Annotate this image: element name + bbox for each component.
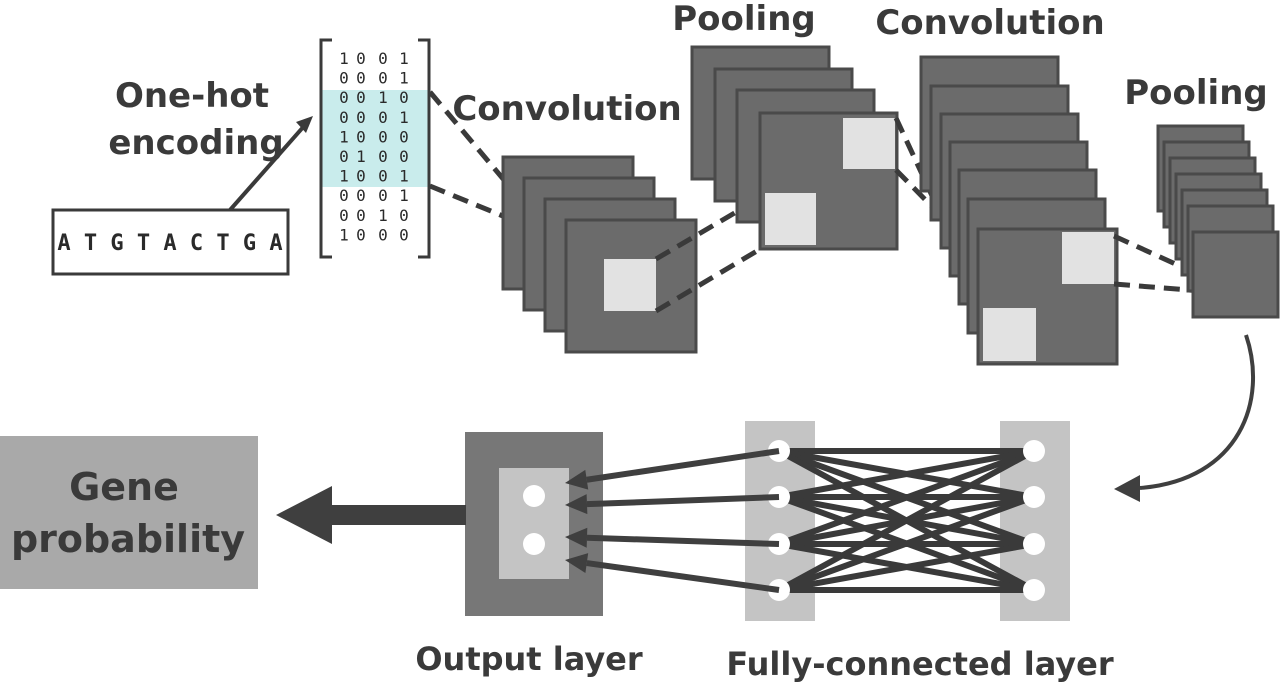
matrix-cell: 1 [399,186,409,205]
pool-to-fc-arrowhead [1114,475,1140,502]
matrix-cell: 1 [378,88,388,107]
matrix-cell: 0 [339,206,349,225]
matrix-cell: 0 [356,225,366,244]
matrix-cell: 0 [339,186,349,205]
output-arrow-line [586,494,780,508]
matrix-cell: 0 [378,147,388,166]
gene-label-line1: Gene [69,465,179,509]
convolution-label-1: Convolution [452,89,681,129]
matrix-cell: 0 [356,127,366,146]
fc-edge [778,541,1035,593]
fc-node [1023,579,1045,601]
matrix-right-bracket [418,38,431,259]
matrix-cell: 0 [399,225,409,244]
fc-edge [777,448,1036,547]
matrix-cell: 0 [339,147,349,166]
one-hot-label-line1: One-hot [115,76,269,116]
dashed-line [654,242,769,314]
output-inner-box [499,468,569,579]
matrix-cell: 1 [399,167,409,186]
matrix-cell: 1 [399,108,409,127]
matrix-cell: 0 [356,186,366,205]
matrix-cell: 0 [356,108,366,127]
output-arrows [565,448,780,593]
pool1-patch-upper [843,118,895,169]
fc-edge [777,494,1036,593]
conv1-stack [501,155,698,354]
output-node [523,533,545,555]
fc-node [1023,440,1045,462]
matrix-cell: 0 [378,69,388,88]
fully-connected-label: Fully-connected layer [726,645,1114,683]
matrix-cell: 0 [339,69,349,88]
matrix-cell: 0 [378,167,388,186]
output-layer-label: Output layer [415,640,643,678]
matrix-cell: 0 [378,225,388,244]
fc-edge [777,448,1036,593]
output-node [523,485,545,507]
sequence-to-onehot-arrow [228,123,307,212]
output-arrow-head [565,553,589,573]
conv2-patch-upper [1062,232,1114,284]
matrix-left-bracket [319,38,332,259]
pooling-label-1: Pooling [672,0,816,39]
gene-probability-box [0,436,258,589]
matrix-cell: 0 [399,127,409,146]
conv1-patch [604,259,656,311]
matrix-cell: 0 [339,108,349,127]
matrix-cell: 0 [356,49,366,68]
convolution-label-2: Convolution [875,3,1104,43]
matrix-cell: 1 [339,167,349,186]
matrix-cell: 0 [399,147,409,166]
fc-edges [777,448,1036,593]
output-arrow-line [586,560,780,593]
pool1-patch-lower [765,193,816,245]
matrix-cell: 0 [378,186,388,205]
one-hot-label-line2: encoding [108,123,283,163]
matrix-cell: 0 [378,49,388,68]
pooling-label-2: Pooling [1124,73,1268,113]
pool2-stack [1156,124,1280,319]
sequence-text: A T G T A C T G A [57,231,282,256]
matrix-cell: 0 [356,206,366,225]
output-arrow-head [565,469,589,490]
matrix-cell: 1 [399,69,409,88]
gene-label-line2: probability [11,517,245,561]
output-arrow-head [565,494,588,515]
output-thick-arrow-head [276,486,332,544]
matrix-cell: 1 [339,127,349,146]
output-arrow-line [586,448,780,483]
conv2-patch-lower [983,308,1036,361]
fc-node [1023,533,1045,555]
matrix-cell: 0 [399,88,409,107]
pool-to-fc-arrow [1139,334,1255,490]
output-arrow-head [565,527,588,548]
fc-node [1023,486,1045,508]
matrix-cell: 0 [356,88,366,107]
matrix-cell: 0 [339,88,349,107]
matrix-cell: 1 [339,49,349,68]
matrix-cell: 1 [378,206,388,225]
sequence-box [51,208,290,276]
output-arrow-line [586,534,780,547]
sequence-arrowhead [296,116,313,133]
dashed-line [1113,281,1227,296]
onehot-highlight [322,90,430,187]
matrix-cell: 0 [399,206,409,225]
matrix-cell: 0 [378,108,388,127]
matrix-cell: 0 [356,167,366,186]
matrix-cell: 1 [399,49,409,68]
matrix-cell: 1 [339,225,349,244]
output-thick-arrow-shaft [320,505,466,525]
matrix-cell: 1 [356,147,366,166]
matrix-cell: 0 [356,69,366,88]
matrix-cell: 0 [378,127,388,146]
fc-edge [778,448,1035,500]
